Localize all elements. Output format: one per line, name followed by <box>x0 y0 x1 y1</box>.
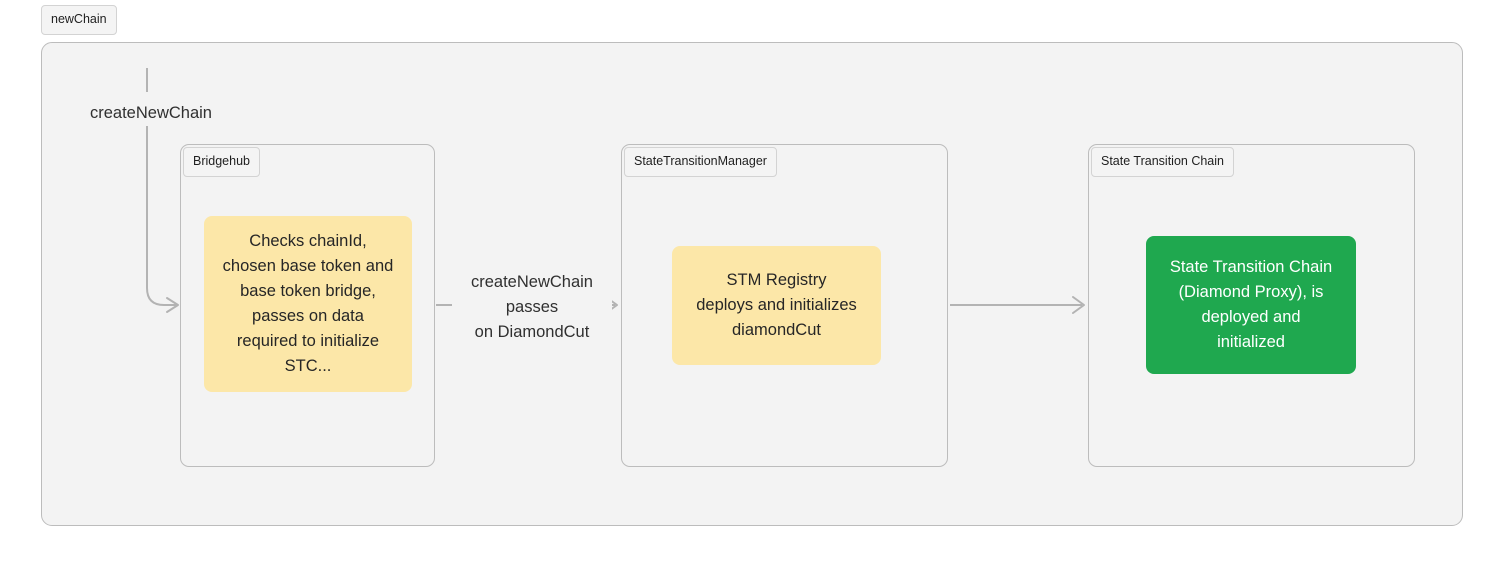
node-state-transition-chain-text: State Transition Chain (Diamond Proxy), … <box>1169 257 1333 352</box>
cluster-label-bridgehub[interactable]: Bridgehub <box>183 147 260 177</box>
cluster-label-state-transition-chain[interactable]: State Transition Chain <box>1091 147 1234 177</box>
node-stm-registry-text: STM Registry deploys and initializes dia… <box>696 270 857 340</box>
edge-label-bridgehub-to-stm: createNewChain passes on DiamondCut <box>452 270 612 346</box>
node-stm-registry[interactable]: STM Registry deploys and initializes dia… <box>672 246 881 365</box>
node-bridgehub-checks[interactable]: Checks chainId, chosen base token and ba… <box>204 216 412 392</box>
node-state-transition-chain-diamond-proxy[interactable]: State Transition Chain (Diamond Proxy), … <box>1146 236 1356 374</box>
node-bridgehub-checks-text: Checks chainId, chosen base token and ba… <box>222 231 394 376</box>
cluster-label-statetransitionmanager[interactable]: StateTransitionManager <box>624 147 777 177</box>
edge-label-createnewchain-to-bridgehub: createNewChain <box>63 101 239 127</box>
cluster-label-newchain[interactable]: newChain <box>41 5 117 35</box>
